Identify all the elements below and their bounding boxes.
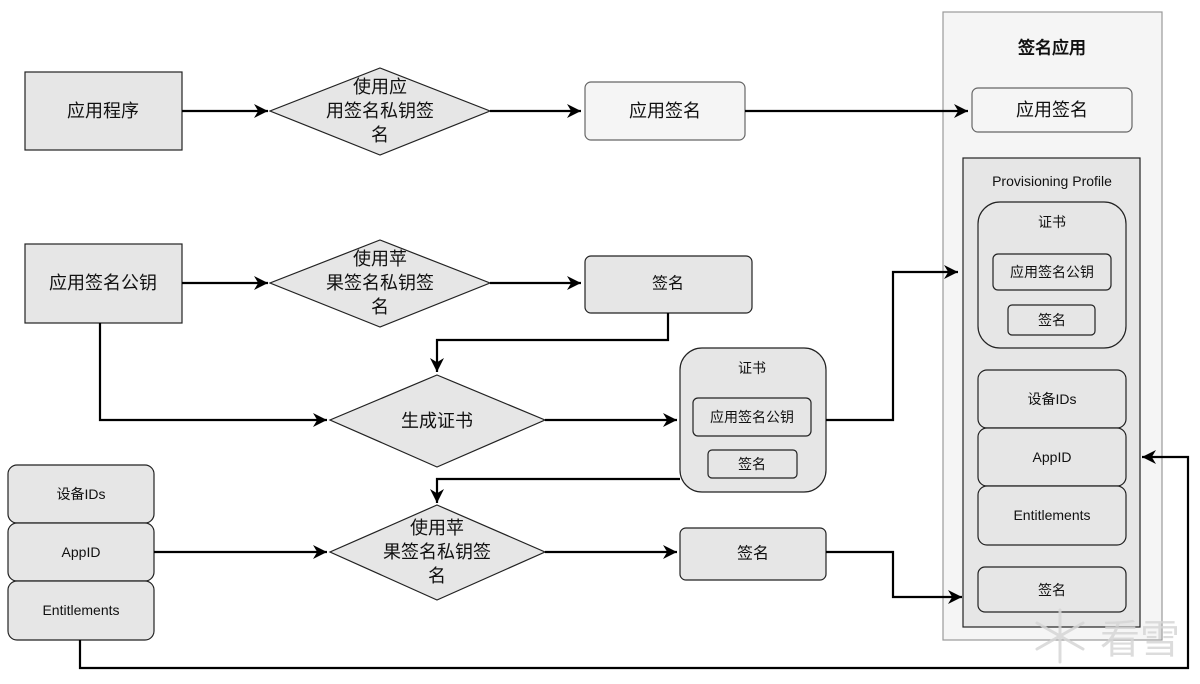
profile-signature-label: 签名 — [1038, 582, 1066, 598]
profile-certificate-signature-box — [1007, 304, 1096, 336]
appid-label: AppID — [62, 544, 101, 560]
certificate-title: 证书 — [738, 360, 766, 376]
certificate-public-key-label: 应用签名公钥 — [710, 409, 794, 425]
sign-apple-key-2-line-1: 使用苹 — [410, 518, 464, 538]
app-program-box — [24, 71, 183, 151]
sign-apple-key-2-line-3: 名 — [428, 566, 446, 586]
profile-certificate-signature-label: 签名 — [1038, 312, 1066, 328]
sign-with-apple-private-key-diamond-1 — [268, 239, 492, 328]
app-sign-public-key-box — [24, 243, 183, 324]
arrow-public-key-to-generate-cert — [98, 323, 327, 427]
sign-app-key-line-1: 使用应 — [353, 77, 407, 97]
signature-2-label: 签名 — [737, 545, 769, 563]
sign-app-key-line-3: 名 — [371, 125, 389, 145]
sign-with-apple-private-key-diamond-2 — [328, 504, 547, 601]
certificate: 证书 应用签名公钥 签名 — [679, 347, 827, 493]
signed-app-panel: 签名应用 应用签名 Provisioning Profile 证书 应用签名公钥… — [942, 11, 1163, 641]
profile-certificate-public-key-box — [992, 253, 1112, 291]
provisioning-profile-title: Provisioning Profile — [992, 173, 1112, 189]
watermark-logo-icon — [1035, 608, 1085, 664]
app-program-label: 应用程序 — [67, 101, 139, 121]
app-sign-public-key-label: 应用签名公钥 — [49, 273, 157, 293]
signed-app-app-signature-box — [971, 87, 1133, 133]
certificate-signature-label: 签名 — [738, 456, 766, 472]
provisioning-profile-panel: Provisioning Profile 证书 应用签名公钥 签名 设备IDs … — [962, 157, 1141, 628]
sign-apple-key-2-line-2: 果签名私钥签 — [383, 542, 491, 562]
certificate-signature-box — [707, 449, 798, 479]
generate-certificate-diamond — [328, 374, 547, 468]
sign-apple-key-1-line-2: 果签名私钥签 — [326, 273, 434, 293]
sign-with-app-private-key-diamond — [268, 67, 492, 156]
certificate-public-key-box — [692, 397, 812, 437]
profile-certificate: 证书 应用签名公钥 签名 — [977, 201, 1127, 349]
profile-device-ids-label: 设备IDs — [1028, 391, 1077, 407]
watermark-text: 看雪 — [1100, 618, 1180, 662]
arrow-signature-2-to-profile-signature — [826, 550, 962, 604]
edges — [78, 104, 1190, 670]
profile-certificate-public-key-label: 应用签名公钥 — [1010, 264, 1094, 280]
profile-entitlements-label: Entitlements — [1013, 507, 1090, 523]
profile-certificate-title: 证书 — [1038, 214, 1066, 230]
sign-apple-key-1-line-3: 名 — [371, 297, 389, 317]
arrow-certificate-to-apple-sign-2 — [430, 477, 680, 503]
watermark: 看雪 — [1035, 608, 1180, 664]
device-ids-label: 设备IDs — [57, 486, 106, 502]
signed-app-app-signature-label: 应用签名 — [1016, 100, 1088, 120]
signed-app-title: 签名应用 — [1017, 38, 1086, 58]
arrow-signature-1-to-generate-cert — [430, 313, 670, 372]
arrow-certificate-to-profile — [826, 265, 958, 422]
signature-1-label: 签名 — [652, 275, 684, 293]
arrow-items-to-profile-items — [78, 450, 1190, 670]
app-signature-label: 应用签名 — [629, 101, 701, 121]
generate-certificate-label: 生成证书 — [401, 411, 473, 431]
profile-appid-label: AppID — [1033, 449, 1072, 465]
sign-apple-key-1-line-1: 使用苹 — [353, 249, 407, 269]
profile-signature-box — [977, 566, 1127, 613]
signature-2-box — [679, 527, 827, 581]
sign-app-key-line-2: 用签名私钥签 — [326, 101, 434, 121]
profile-entitlements-box — [977, 485, 1127, 546]
entitlements-label: Entitlements — [42, 602, 119, 618]
